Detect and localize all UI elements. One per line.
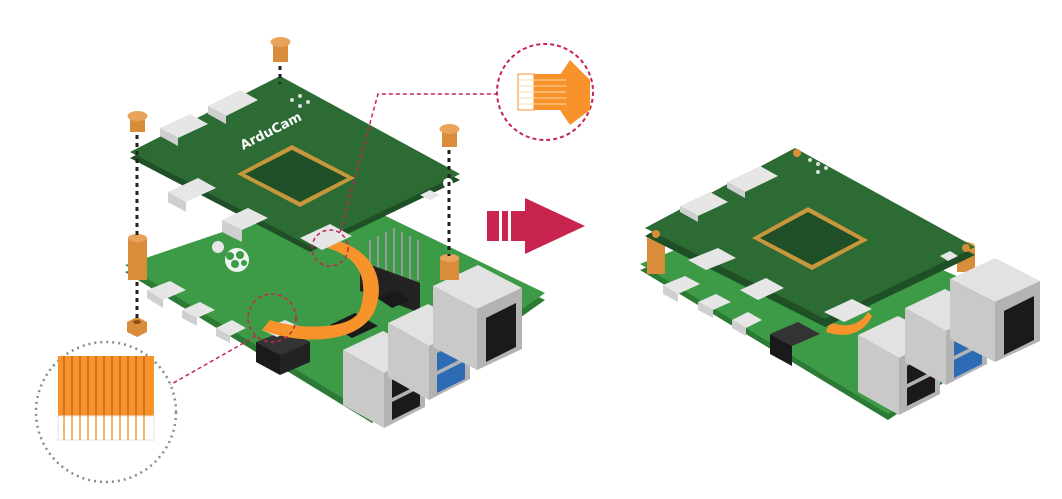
standoff-left-lower (128, 234, 147, 280)
arducam-board: ArduCam (130, 76, 460, 252)
exploded-assembly: ArduCam (34, 37, 594, 484)
ribbon-cable (262, 238, 379, 340)
raspberry-pi-logo-icon (225, 248, 249, 272)
callout-arducam-connector (311, 43, 594, 267)
screw-top-left (127, 111, 148, 132)
assembled-board (640, 148, 1040, 420)
callout-rpi-cable (34, 293, 297, 484)
screw-guides (135, 66, 451, 318)
right-arrow-icon (487, 198, 585, 254)
screw-top-center (270, 37, 291, 62)
standoff-right-lower (440, 254, 459, 280)
screw-top-right (439, 124, 460, 147)
nut-bottom (127, 317, 147, 337)
